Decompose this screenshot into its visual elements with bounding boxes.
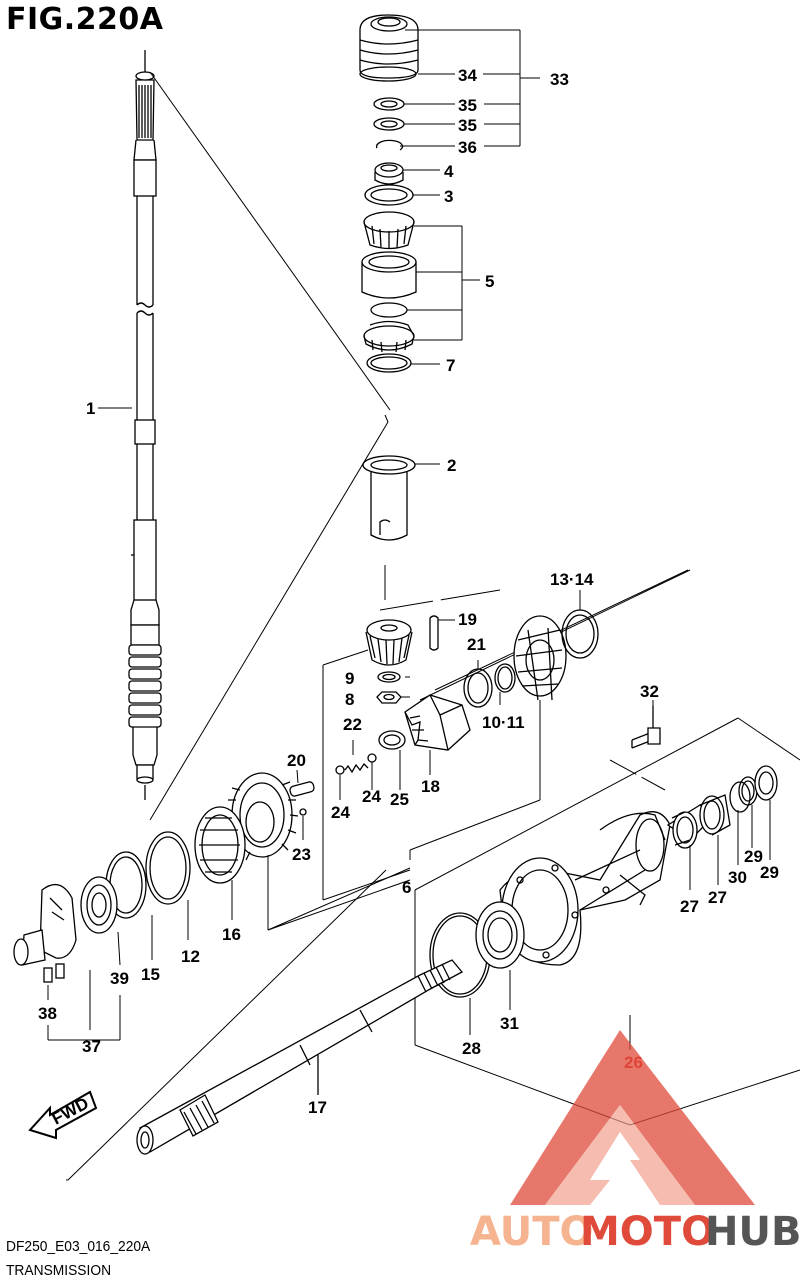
- label-10-11: 10·11: [482, 713, 525, 732]
- label-37: 37: [82, 1037, 101, 1056]
- label-1: 1: [86, 399, 95, 418]
- label-19: 19: [458, 610, 477, 629]
- label-27b: 27: [708, 888, 727, 907]
- watermark-text-hub: HUB: [705, 1209, 800, 1255]
- label-20: 20: [287, 751, 306, 770]
- spring-ring: [378, 730, 406, 750]
- label-12: 12: [181, 947, 200, 966]
- label-33: 33: [550, 70, 569, 89]
- label-30: 30: [728, 868, 747, 887]
- part-labels: 1 2 3 4 5 6 7 8 9 10·11 12 13·14 15 16 1…: [38, 66, 779, 1129]
- figure-title: FIG.220A: [6, 2, 164, 37]
- label-13-14: 13·14: [550, 570, 594, 589]
- leader-lines-mid: [47, 590, 581, 1041]
- section-title: TRANSMISSION: [6, 1262, 112, 1279]
- shift-cam: [13, 883, 77, 983]
- label-29a: 29: [744, 847, 763, 866]
- label-27a: 27: [680, 897, 699, 916]
- clutch-ring: [463, 663, 516, 708]
- label-32: 32: [640, 682, 659, 701]
- label-24a: 24: [331, 803, 350, 822]
- label-17: 17: [308, 1098, 327, 1117]
- label-18: 18: [421, 777, 440, 796]
- label-24b: 24: [362, 787, 381, 806]
- label-38: 38: [38, 1004, 57, 1023]
- drive-shaft: [128, 50, 162, 800]
- label-36: 36: [458, 138, 477, 157]
- watermark-triangle: [510, 1030, 755, 1205]
- label-5: 5: [485, 272, 494, 291]
- bearing-31: [475, 901, 525, 969]
- leader-lines-top: [98, 29, 540, 465]
- propeller-shaft: [136, 959, 464, 1155]
- label-15: 15: [141, 965, 160, 984]
- label-2: 2: [447, 456, 456, 475]
- clutch-dog: [404, 694, 471, 751]
- pinion-nut-washer: [376, 671, 402, 704]
- shim-gear: [561, 609, 599, 659]
- bearing-37: [80, 876, 118, 934]
- label-29b: 29: [760, 863, 779, 882]
- label-21: 21: [467, 635, 486, 654]
- label-22: 22: [343, 715, 362, 734]
- needle-bearing: [194, 806, 246, 884]
- forward-gear: [513, 615, 567, 701]
- label-8: 8: [345, 690, 354, 709]
- label-6: 6: [402, 878, 411, 897]
- label-4: 4: [444, 162, 454, 181]
- watermark-text-moto: MOTO: [580, 1209, 715, 1255]
- label-28: 28: [462, 1039, 481, 1058]
- bolt: [631, 706, 661, 749]
- watermark-text-auto: AUTO: [470, 1209, 594, 1255]
- fwd-arrow: [28, 1090, 98, 1140]
- label-23: 23: [292, 845, 311, 864]
- shift-components: [289, 753, 377, 816]
- label-16: 16: [222, 925, 241, 944]
- housing-bearings: [666, 765, 778, 849]
- label-9: 9: [345, 669, 354, 688]
- pinion-gear: [365, 619, 413, 666]
- figure-code: DF250_E03_016_220A: [6, 1238, 151, 1255]
- shims-left: [105, 831, 191, 919]
- label-35a: 35: [458, 96, 477, 115]
- sleeve: [362, 455, 416, 541]
- seal-housing-assembly: [359, 14, 419, 373]
- pin: [429, 615, 439, 651]
- label-25: 25: [390, 790, 409, 809]
- watermark-logo: AUTO MOTO HUB: [470, 1030, 800, 1255]
- label-35b: 35: [458, 116, 477, 135]
- label-3: 3: [444, 187, 453, 206]
- fwd-label: FWD: [49, 1094, 92, 1129]
- guide-lines: [66, 71, 691, 1181]
- propeller-shaft-housing: [499, 811, 671, 966]
- label-7: 7: [446, 356, 455, 375]
- label-34: 34: [458, 66, 477, 85]
- label-31: 31: [500, 1014, 519, 1033]
- label-39: 39: [110, 969, 129, 988]
